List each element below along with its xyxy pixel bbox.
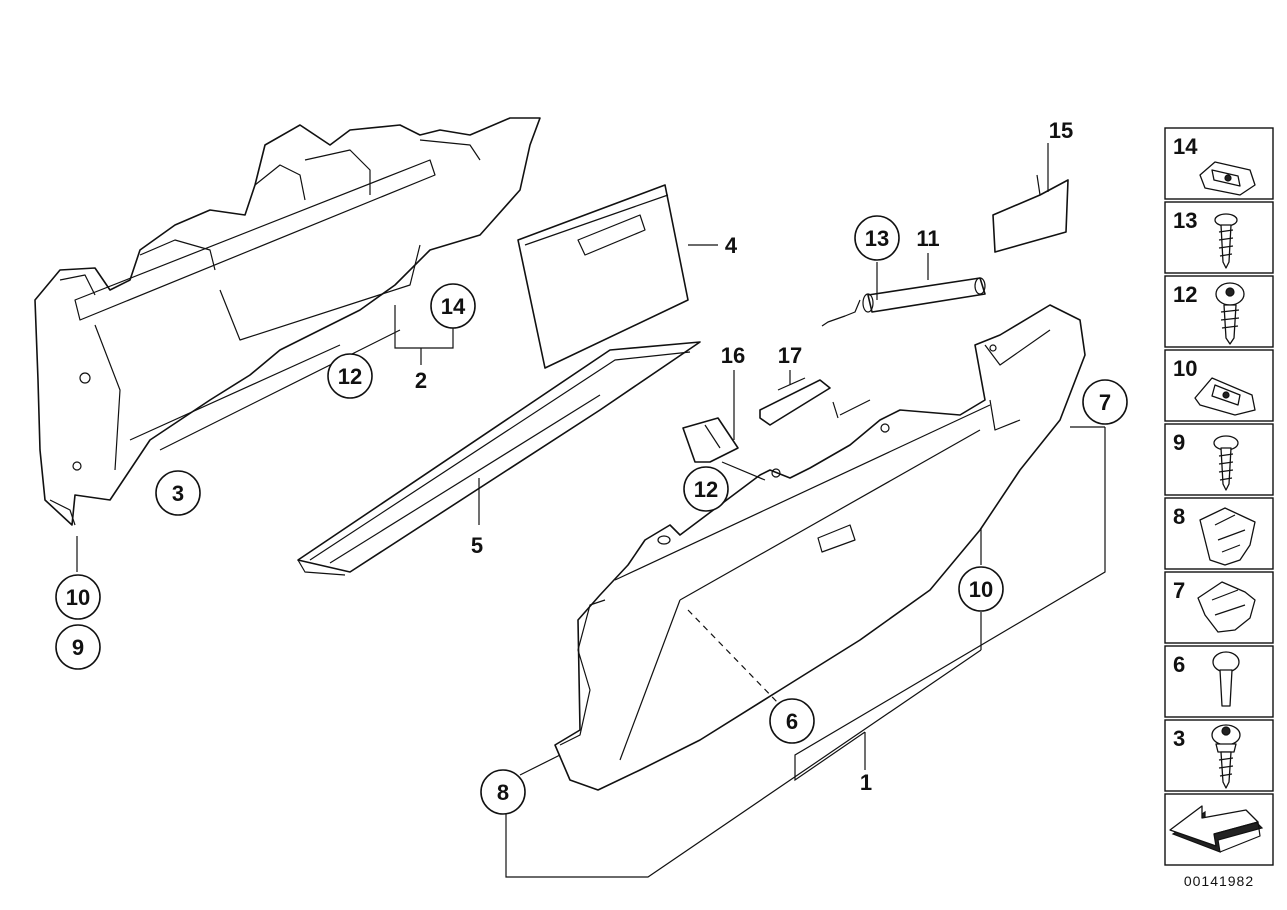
- svg-text:6: 6: [1173, 652, 1185, 677]
- callout-4[interactable]: 4: [725, 233, 738, 258]
- part-foam-pad[interactable]: [992, 174, 1069, 253]
- part-glove-box[interactable]: [554, 304, 1086, 791]
- callout-11[interactable]: 11: [916, 226, 939, 251]
- side-item-8[interactable]: 8: [1164, 497, 1274, 570]
- svg-text:10: 10: [969, 577, 993, 602]
- side-item-12[interactable]: 12: [1164, 275, 1274, 348]
- plug-pin-icon: [1212, 651, 1240, 707]
- side-arrow-cell: [1164, 793, 1274, 866]
- callout-2[interactable]: 2: [415, 368, 427, 393]
- side-item-13[interactable]: 13: [1164, 201, 1274, 274]
- small-screw-icon: [1214, 213, 1238, 269]
- svg-text:9: 9: [72, 635, 84, 660]
- part-trim-strip[interactable]: [297, 341, 701, 576]
- part-hinge-pin[interactable]: [821, 277, 986, 327]
- callout-15[interactable]: 15: [1049, 118, 1073, 143]
- svg-text:10: 10: [66, 585, 90, 610]
- side-panel: 14 13 12: [1164, 127, 1274, 889]
- callout-1[interactable]: 1: [860, 770, 872, 795]
- svg-text:8: 8: [497, 780, 509, 805]
- callout-13[interactable]: 13: [854, 215, 900, 261]
- tapping-screw-icon: [1213, 435, 1239, 491]
- callout-16[interactable]: 16: [721, 343, 745, 368]
- callout-9[interactable]: 9: [55, 624, 101, 670]
- svg-text:6: 6: [786, 709, 798, 734]
- callout-8[interactable]: 8: [480, 769, 526, 815]
- side-item-9[interactable]: 9: [1164, 423, 1274, 496]
- callout-14[interactable]: 14: [430, 283, 476, 329]
- expanding-clip-icon: [1199, 507, 1256, 566]
- callout-12-mid[interactable]: 12: [683, 466, 729, 512]
- clip-nut-icon: [1199, 161, 1256, 196]
- callout-10-left[interactable]: 10: [55, 574, 101, 620]
- svg-text:12: 12: [694, 477, 718, 502]
- callout-12-top[interactable]: 12: [327, 353, 373, 399]
- svg-text:3: 3: [172, 481, 184, 506]
- callout-7[interactable]: 7: [1082, 379, 1128, 425]
- svg-text:8: 8: [1173, 504, 1185, 529]
- svg-text:13: 13: [1173, 208, 1197, 233]
- callout-17[interactable]: 17: [778, 343, 802, 368]
- part-latch-block[interactable]: [682, 417, 739, 463]
- side-item-6[interactable]: 6: [1164, 645, 1274, 718]
- svg-text:9: 9: [1173, 430, 1185, 455]
- svg-text:14: 14: [441, 294, 466, 319]
- svg-text:13: 13: [865, 226, 889, 251]
- callout-10-right[interactable]: 10: [958, 566, 1004, 612]
- document-id: 00141982: [1184, 873, 1254, 889]
- svg-text:12: 12: [338, 364, 362, 389]
- part-handle[interactable]: [759, 377, 831, 426]
- side-item-10[interactable]: 10: [1164, 349, 1274, 422]
- side-item-7[interactable]: 7: [1164, 571, 1274, 644]
- side-item-3[interactable]: 3: [1164, 719, 1274, 792]
- side-item-14[interactable]: 14: [1164, 127, 1274, 200]
- part-carrier-bracket[interactable]: [34, 117, 541, 526]
- callout-5[interactable]: 5: [471, 533, 483, 558]
- retaining-clip-icon: [1197, 581, 1256, 633]
- callout-6[interactable]: 6: [769, 698, 815, 744]
- direction-arrow-icon: [1169, 805, 1264, 853]
- flange-screw-icon: [1215, 282, 1245, 345]
- callout-3[interactable]: 3: [155, 470, 201, 516]
- svg-text:7: 7: [1099, 390, 1111, 415]
- svg-text:12: 12: [1173, 282, 1197, 307]
- svg-text:10: 10: [1173, 356, 1197, 381]
- collar-screw-icon: [1211, 724, 1241, 789]
- svg-text:14: 14: [1173, 134, 1198, 159]
- leader-lines: [76, 143, 1106, 878]
- svg-text:7: 7: [1173, 578, 1185, 603]
- speed-nut-icon: [1194, 377, 1256, 416]
- svg-text:3: 3: [1173, 726, 1185, 751]
- part-lid[interactable]: [517, 184, 689, 369]
